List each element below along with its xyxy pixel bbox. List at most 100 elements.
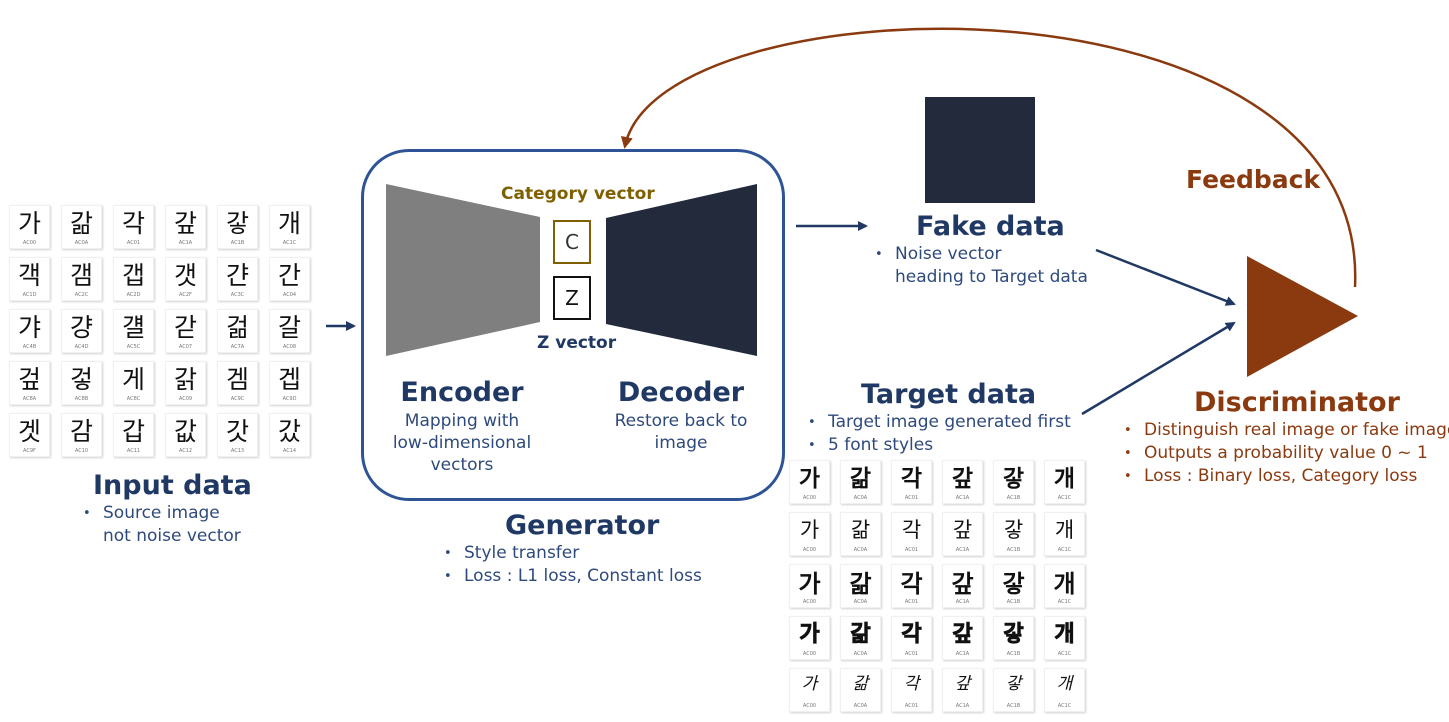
glyph-char: 갛: [225, 209, 249, 238]
glyph-code: AC1A: [955, 651, 970, 657]
glyph-code: AC1C: [282, 240, 297, 246]
glyph-code: AC00: [802, 547, 817, 553]
glyph-char: 겜: [225, 365, 249, 394]
glyph-char: 갬: [69, 261, 93, 290]
glyph-char: 갼: [225, 261, 249, 290]
glyph-char: 갸: [17, 313, 41, 342]
decoder-description: Restore back to image: [591, 410, 771, 454]
glyph-char: 갚: [173, 209, 197, 238]
glyph-code: AC08: [282, 344, 297, 350]
arrow-fake-to-discriminator: [1095, 248, 1236, 306]
glyph-char: 개: [1054, 622, 1075, 647]
input-data-bullets: Source image not noise vector: [83, 502, 241, 547]
target-bullet: Target image generated first: [808, 411, 1071, 434]
glyph-code: AC9D: [282, 396, 297, 402]
generator-bullet: Loss : L1 loss, Constant loss: [444, 565, 702, 588]
glyph-char: 각: [901, 518, 922, 542]
fake-bullet-cont: heading to Target data: [895, 267, 1088, 287]
input-data-title: Input data: [93, 470, 252, 501]
decoder-desc-line: image: [654, 433, 708, 453]
glyph-code: AC8C: [126, 396, 141, 402]
glyph-char: 갈: [277, 313, 301, 342]
feedback-label: Feedback: [1186, 165, 1321, 194]
input-bullet-1-cont: not noise vector: [103, 526, 241, 546]
glyph-char: 갚: [951, 570, 974, 598]
glyph-char: 갉: [173, 365, 197, 394]
glyph-code: AC1A: [955, 547, 970, 553]
glyph-code: AC00: [802, 651, 817, 657]
encoder-trapezoid: [386, 184, 540, 356]
glyph-code: AC11: [126, 448, 141, 454]
discriminator-bullets: Distinguish real image or fake image Out…: [1124, 419, 1449, 488]
glyph-char: 각: [901, 622, 922, 647]
glyph-char: 걍: [69, 313, 93, 342]
glyph-code: AC09: [178, 396, 193, 402]
glyph-char: 갑: [121, 417, 145, 446]
glyph-char: 갚: [952, 518, 973, 542]
discriminator-title: Discriminator: [1194, 387, 1400, 418]
fake-bullet: Noise vector: [875, 243, 1088, 266]
target-bullet: 5 font styles: [808, 434, 1071, 457]
glyph-code: AC12: [178, 448, 193, 454]
glyph-code: AC5C: [126, 344, 141, 350]
glyph-code: AC00: [22, 240, 37, 246]
glyph-code: AC00: [802, 599, 817, 605]
discriminator-bullet: Loss : Binary loss, Category loss: [1124, 465, 1449, 488]
discriminator-bullet: Distinguish real image or fake image: [1124, 419, 1449, 442]
glyph-char: 갊: [849, 570, 872, 598]
glyph-code: AC01: [904, 599, 919, 605]
glyph-char: 갛: [1003, 622, 1024, 647]
glyph-char: 갊: [850, 622, 871, 647]
glyph-code: AC1C: [1057, 547, 1072, 553]
glyph-char: 가: [798, 570, 821, 598]
target-glyph-tile: 갛 AC1B: [993, 616, 1034, 660]
glyph-char: 갊: [69, 209, 93, 238]
glyph-code: AC1A: [178, 240, 193, 246]
glyph-code: AC1B: [1006, 703, 1021, 709]
glyph-code: AC1B: [1006, 651, 1021, 657]
glyph-char: 걜: [121, 313, 145, 342]
generator-bullet: Style transfer: [444, 542, 702, 565]
glyph-code: AC4B: [22, 344, 37, 350]
glyph-code: AC8A: [22, 396, 37, 402]
glyph-char: 게: [121, 365, 145, 394]
glyph-code: AC0A: [74, 240, 89, 246]
glyph-char: 걺: [225, 313, 249, 342]
input-bullet-1: Source image: [83, 502, 241, 525]
encoder-description: Mapping with low-dimensional vectors: [372, 410, 552, 476]
glyph-char: 개: [1053, 466, 1076, 492]
glyph-code: AC8B: [74, 396, 89, 402]
glyph-char: 개: [1056, 674, 1073, 694]
glyph-char: 갊: [849, 466, 872, 492]
glyph-code: AC10: [74, 448, 89, 454]
fake-data-title: Fake data: [916, 211, 1065, 242]
glyph-char: 갚: [951, 466, 974, 492]
input-glyph-tile: 갊 AC0A: [61, 205, 102, 249]
decoder-title: Decoder: [617, 377, 745, 408]
